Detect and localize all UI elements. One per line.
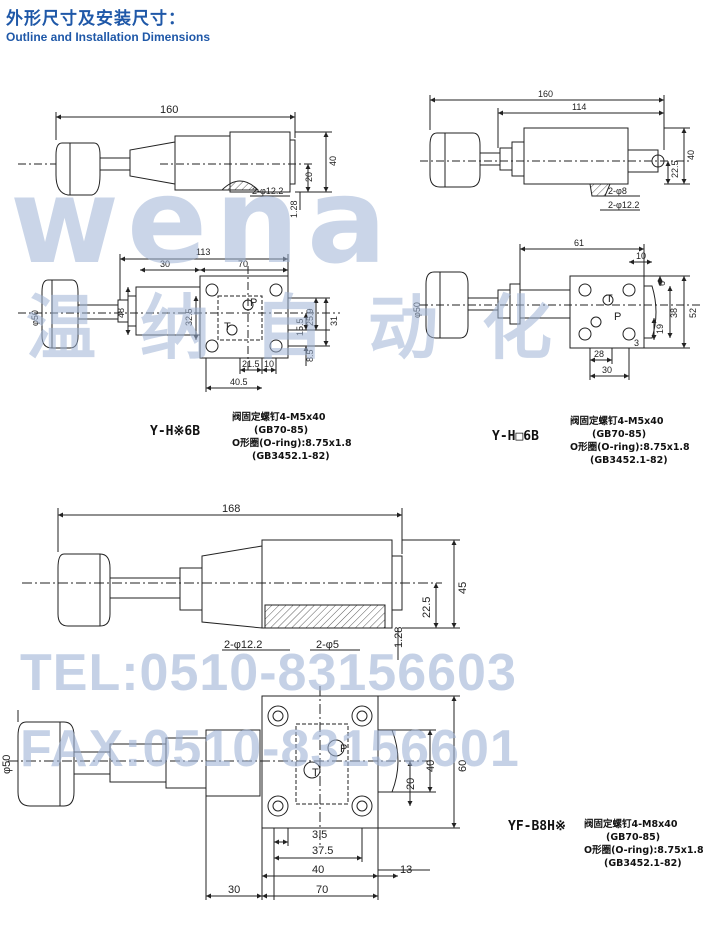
d3-dim: 37.5 (312, 845, 333, 857)
watermark-fax: FAX:0510-83156601 (20, 720, 520, 778)
d3-dim: 3.5 (312, 829, 327, 841)
note-line: O形圈(O-ring):8.75x1.8 (232, 437, 352, 449)
model-notes: 阀固定螺钉4-M5x40 (GB70-85) O形圈(O-ring):8.75x… (232, 411, 352, 462)
d1-dim: 25.9 (305, 308, 315, 326)
drawing2-side-view (420, 127, 690, 197)
watermark-company: 温纳自动化 (26, 287, 596, 369)
note-line: (GB3452.1-82) (604, 858, 682, 869)
d1-dim: 30 (160, 259, 170, 269)
d2-dim: 6 (657, 281, 667, 286)
d1-dim: 70 (238, 259, 248, 269)
model-label: YF-B8H※ (508, 819, 566, 834)
d2-dim: 22.5 (670, 160, 680, 178)
d2-port: T (606, 293, 613, 305)
drawing1-side-view (18, 131, 310, 196)
d1-dim: 40 (328, 156, 338, 166)
note-line: 阀固定螺钉4-M8x40 (584, 818, 678, 830)
drawing2-front-view (420, 271, 700, 349)
d2-dim: 114 (572, 102, 586, 112)
d1-dim: 20 (304, 172, 314, 182)
watermark-tel: TEL:0510-83156603 (20, 644, 517, 702)
d2-dim: φ50 (412, 302, 422, 318)
d3-dim: 13 (400, 864, 412, 876)
d1-dim: 32.5 (184, 308, 194, 326)
d3-dim: 2-φ12.2 (224, 639, 262, 651)
note-line: 阀固定螺钉4-M5x40 (570, 415, 664, 427)
d3-dim: 30 (228, 884, 240, 896)
note-line: 阀固定螺钉4-M5x40 (232, 411, 326, 423)
watermark: wena 温纳自动化 TEL:0510-83156603 FAX:0510-83… (10, 152, 596, 778)
model-notes: 阀固定螺钉4-M8x40 (GB70-85) O形圈(O-ring):8.75x… (584, 818, 704, 869)
d2-dim: 40 (686, 150, 696, 160)
d1-dim: 113 (196, 247, 210, 257)
d3-dim: 70 (316, 884, 328, 896)
d3-dim: 20 (405, 778, 417, 790)
drawing3-front-view (8, 686, 430, 848)
watermark-logo: wena (10, 152, 395, 290)
note-line: O形圈(O-ring):8.75x1.8 (584, 844, 704, 856)
d1-dim: 48 (116, 308, 126, 318)
d1-dim: 160 (160, 104, 178, 116)
d1-port: P (250, 297, 257, 309)
d2-dim: 30 (602, 365, 612, 375)
d3-dim: 22.5 (421, 597, 433, 618)
note-line: (GB3452.1-82) (252, 451, 330, 462)
note-line: (GB70-85) (592, 429, 646, 440)
d1-dim: 2-φ12.2 (252, 186, 283, 196)
d2-dim: 19 (655, 324, 665, 334)
d3-dim: 60 (457, 760, 469, 772)
d3-dim: 168 (222, 503, 240, 515)
model-label: Y-H※6B (150, 424, 200, 439)
note-line: (GB70-85) (254, 425, 308, 436)
d1-dim: φ50 (30, 310, 40, 326)
note-line: (GB3452.1-82) (590, 455, 668, 466)
drawing1-dimension-labels: 160 40 20 2-φ12.2 1.28 113 30 70 φ50 48 … (30, 104, 339, 387)
d2-dim: 2-φ8 (608, 186, 627, 196)
d2-port: P (614, 311, 621, 323)
d3-dim: 2-φ5 (316, 639, 339, 651)
header-title-en: Outline and Installation Dimensions (6, 30, 211, 44)
drawing3-side-view (22, 539, 440, 629)
d1-dim: 1.28 (289, 200, 299, 218)
note-line: (GB70-85) (606, 832, 660, 843)
d1-dim: 10 (264, 359, 274, 369)
model-label: Y-H□6B (492, 429, 539, 444)
d3-dim: 40 (312, 864, 324, 876)
d3-port: P (340, 743, 347, 755)
d2-dim: 3 (634, 338, 639, 348)
header-title-cn: 外形尺寸及安装尺寸： (6, 9, 186, 29)
model-notes: 阀固定螺钉4-M5x40 (GB70-85) O形圈(O-ring):8.75x… (570, 415, 690, 466)
d1-dim: 21.5 (242, 359, 260, 369)
d2-dim: 28 (594, 349, 604, 359)
d3-dim: 1.28 (393, 627, 405, 648)
d1-port: T (224, 321, 231, 333)
drawing3-dimension-labels: 168 45 22.5 2-φ12.2 2-φ5 1.28 φ50 P T 40… (1, 503, 469, 896)
d2-dim: 10 (636, 251, 646, 261)
d2-dim: 38 (669, 308, 679, 318)
note-line: O形圈(O-ring):8.75x1.8 (570, 441, 690, 453)
d1-dim: 15.5 (295, 318, 305, 336)
d3-dim: φ50 (1, 755, 13, 774)
drawing2-dimension-labels: 160 114 40 22.5 2-φ8 2-φ12.2 61 10 φ50 T… (412, 89, 698, 375)
d3-dim: 40 (425, 760, 437, 772)
d1-dim: 8.5 (305, 349, 315, 362)
d3-dim: 45 (457, 582, 469, 594)
d1-dim: 31 (329, 316, 339, 326)
d2-dim: 2-φ12.2 (608, 200, 639, 210)
d2-dim: 52 (688, 308, 698, 318)
d3-port: T (312, 767, 319, 779)
d1-dim: 40.5 (230, 377, 248, 387)
d2-dim: 61 (574, 238, 584, 248)
d2-dim: 160 (538, 89, 553, 99)
